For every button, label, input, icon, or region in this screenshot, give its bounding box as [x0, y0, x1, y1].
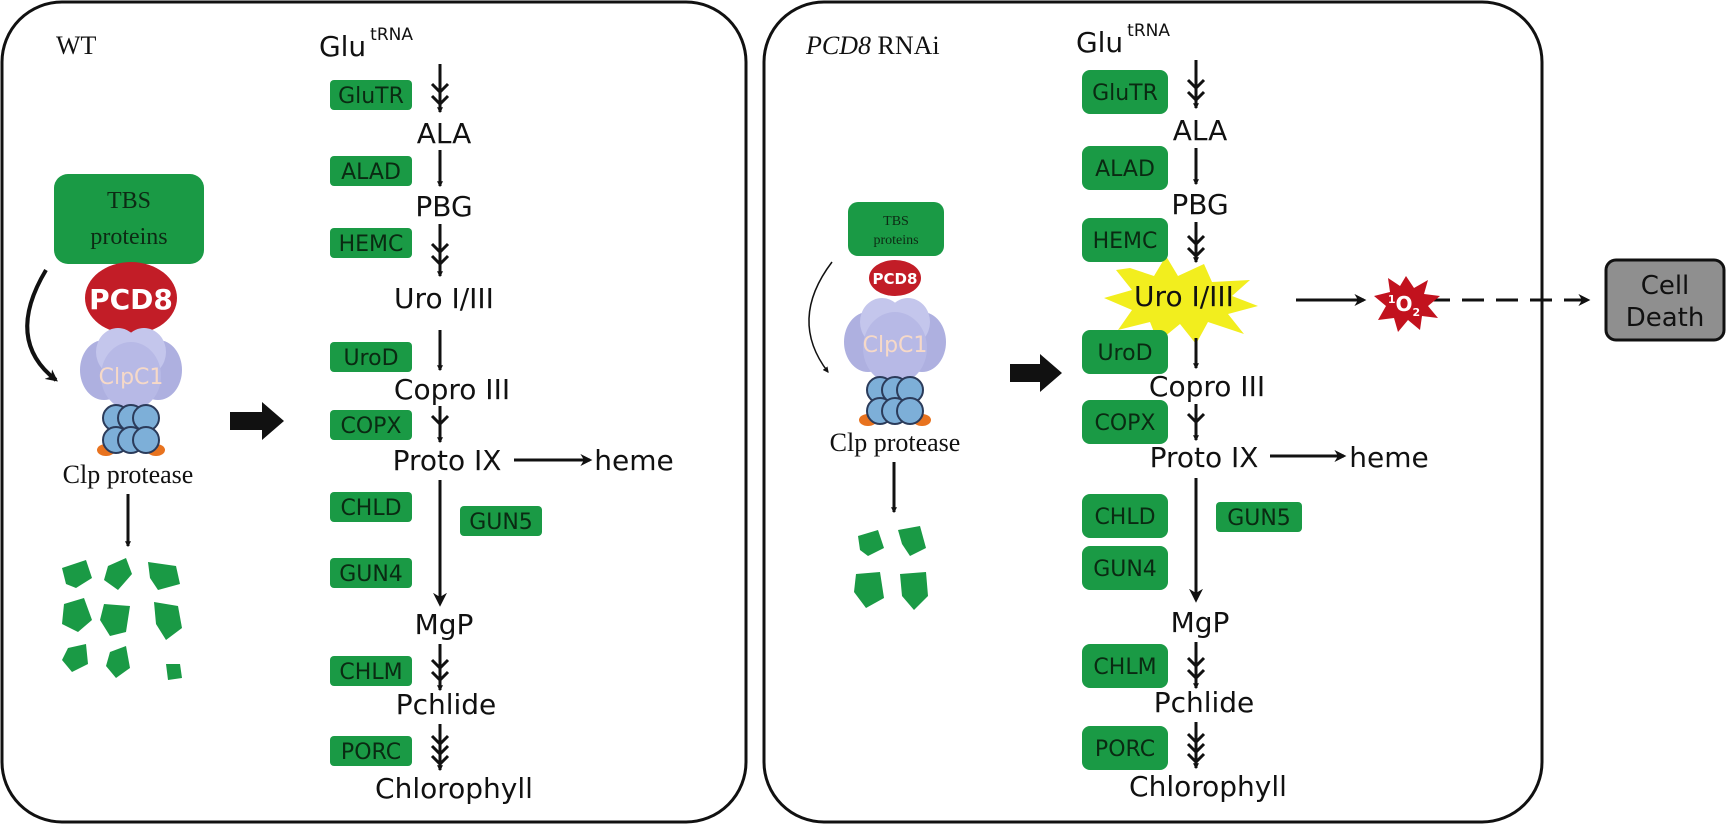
svg-text:COPX: COPX — [1094, 411, 1155, 436]
rnai-clp-protease-label: Clp protease — [830, 428, 961, 457]
rnai-clpc1-complex — [844, 298, 946, 384]
cell-death-line2: Death — [1626, 303, 1705, 333]
rnai-enzyme-hemc: HEMC — [1082, 218, 1168, 262]
rnai-enzyme-copx: COPX — [1082, 400, 1168, 444]
svg-text:HEMC: HEMC — [1093, 229, 1158, 254]
wt-copro: Copro III — [394, 373, 510, 406]
rnai-mgp: MgP — [1171, 606, 1230, 639]
wt-heme: heme — [594, 444, 673, 477]
rnai-big-arrow — [1010, 354, 1062, 392]
rnai-copro: Copro III — [1149, 370, 1265, 403]
clp-protease-barrel — [97, 404, 165, 456]
rnai-panel-title: PCD8 RNAi — [805, 31, 940, 60]
rnai-proto: Proto IX — [1150, 441, 1259, 474]
svg-text:COPX: COPX — [340, 414, 401, 439]
wt-pchlide: Pchlide — [396, 688, 497, 721]
wt-big-arrow — [230, 402, 284, 440]
rnai-enzyme-porc: PORC — [1082, 726, 1168, 770]
wt-mgp: MgP — [415, 608, 474, 641]
svg-text:CHLM: CHLM — [339, 660, 402, 685]
wt-pbg: PBG — [415, 190, 472, 223]
wt-chlorophyll: Chlorophyll — [375, 772, 533, 805]
rnai-tbs-proteins-box — [848, 202, 944, 256]
rnai-chlorophyll: Chlorophyll — [1129, 770, 1287, 803]
svg-text:GUN4: GUN4 — [1093, 557, 1157, 582]
rnai-pbg: PBG — [1171, 188, 1228, 221]
wt-enzyme-chld: CHLD — [330, 492, 412, 522]
svg-text:HEMC: HEMC — [339, 232, 404, 257]
rnai-degraded-fragments — [854, 526, 928, 610]
svg-text:ALAD: ALAD — [1095, 157, 1155, 182]
uro-accumulation-burst — [1104, 256, 1258, 344]
clpc1-complex — [80, 328, 182, 410]
wt-enzyme-copx: COPX — [330, 410, 412, 440]
tbs-label-line1: TBS — [107, 188, 151, 214]
svg-text:GluTR: GluTR — [338, 84, 404, 109]
wt-proto: Proto IX — [393, 444, 502, 477]
rnai-enzyme-chlm: CHLM — [1082, 644, 1168, 688]
svg-text:CHLM: CHLM — [1093, 655, 1156, 680]
cell-death-box — [1604, 258, 1726, 342]
tbs-proteins-box — [54, 174, 204, 264]
rnai-ala: ALA — [1173, 114, 1228, 147]
svg-text:GUN5: GUN5 — [469, 510, 533, 535]
rnai-pcd8-label: PCD8 — [873, 270, 918, 288]
rnai-pchlide: Pchlide — [1154, 686, 1255, 719]
pcd8-label: PCD8 — [89, 283, 173, 316]
rnai-clp-protease-barrel — [859, 376, 931, 426]
svg-text:PORC: PORC — [1095, 737, 1155, 762]
svg-text:UroD: UroD — [343, 346, 398, 371]
tbs-label-line2: proteins — [90, 224, 167, 250]
pcd8-oval — [85, 262, 177, 334]
rnai-tbs-to-clpc1-arrow — [808, 261, 833, 373]
singlet-oxygen-star — [1374, 276, 1440, 332]
rnai-enzyme-gun4: GUN4 — [1082, 546, 1168, 590]
rnai-enzyme-chld: CHLD — [1082, 494, 1168, 538]
wt-enzyme-glutr: GluTR — [330, 80, 412, 110]
wt-enzyme-urod: UroD — [330, 342, 412, 372]
rnai-heme: heme — [1349, 441, 1428, 474]
rnai-enzyme-glutr: GluTR — [1082, 70, 1168, 114]
svg-text:UroD: UroD — [1097, 341, 1152, 366]
wt-ala: ALA — [417, 117, 472, 150]
wt-panel-title: WT — [56, 31, 97, 60]
clpc1-label: ClpC1 — [99, 365, 164, 390]
rnai-clpc1-label: ClpC1 — [863, 333, 928, 358]
wt-pathway-arrows — [430, 64, 593, 772]
svg-text:ALAD: ALAD — [341, 160, 401, 185]
singlet-oxygen-label: 1O2 — [1388, 292, 1420, 319]
rnai-tbs-label-line2: proteins — [873, 233, 918, 248]
svg-text:GUN4: GUN4 — [339, 562, 403, 587]
rnai-enzyme-urod: UroD — [1082, 330, 1168, 374]
cell-death-line1: Cell — [1641, 271, 1690, 301]
svg-text:GluTR: GluTR — [1092, 81, 1158, 106]
wt-uro: Uro I/III — [394, 282, 494, 315]
rnai-uro: Uro I/III — [1134, 280, 1234, 313]
wt-enzyme-hemc: HEMC — [330, 228, 412, 258]
rnai-pcd8-oval — [869, 260, 921, 296]
wt-enzyme-chlm: CHLM — [330, 656, 412, 686]
rnai-pathway-arrows — [1186, 60, 1591, 770]
svg-text:CHLD: CHLD — [1094, 505, 1155, 530]
wt-enzyme-gun4: GUN4 — [330, 558, 412, 588]
tbs-to-clpc1-arrow — [25, 268, 58, 382]
wt-enzyme-alad: ALAD — [330, 156, 412, 186]
wt-enzyme-porc: PORC — [330, 736, 412, 766]
svg-text:PORC: PORC — [341, 740, 401, 765]
rnai-enzyme-gun5: GUN5 — [1216, 502, 1302, 532]
wt-enzyme-gun5: GUN5 — [460, 506, 542, 536]
degraded-fragments — [62, 558, 182, 680]
svg-text:GUN5: GUN5 — [1227, 506, 1291, 531]
svg-text:CHLD: CHLD — [340, 496, 401, 521]
rnai-enzyme-alad: ALAD — [1082, 146, 1168, 190]
rnai-tbs-label-line1: TBS — [883, 214, 909, 229]
clp-protease-label: Clp protease — [63, 460, 194, 489]
